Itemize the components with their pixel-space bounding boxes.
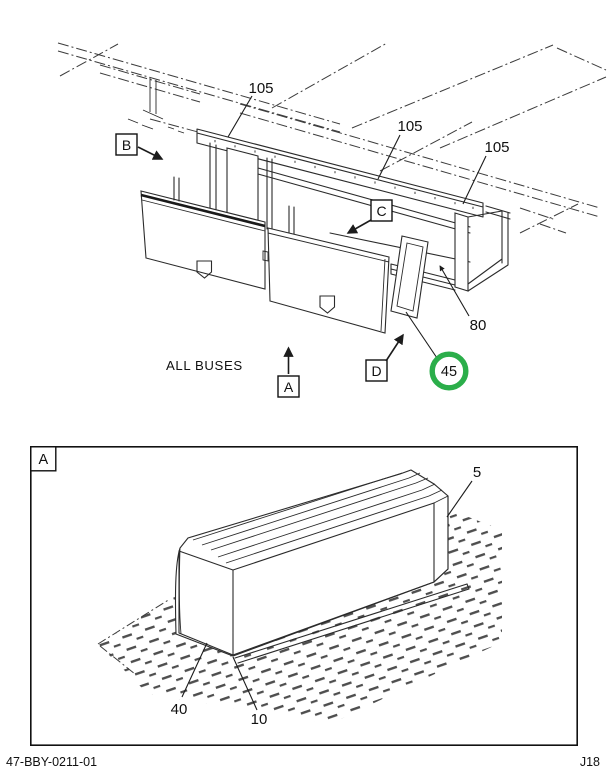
part-number-80: 80	[470, 317, 487, 334]
door-handle-icon	[319, 295, 336, 314]
mounting-rail	[196, 128, 511, 220]
assembly-diagram: 105 105 105 80 45 B C D A ALL BUSES	[57, 42, 607, 398]
part-number-5: 5	[473, 464, 481, 481]
callout-105-second: 105	[377, 118, 423, 180]
channel-extrusion	[174, 469, 470, 664]
all-buses-note: ALL BUSES	[166, 358, 243, 373]
document-number: 47-BBY-0211-01	[6, 755, 98, 769]
callout-45-highlighted: 45	[405, 311, 469, 391]
view-callout-b: B	[115, 133, 164, 160]
highlight-circle	[429, 351, 469, 391]
panel-letter-a: A	[38, 452, 48, 468]
door-stay-rods	[173, 176, 180, 202]
bus-floor-structure	[57, 42, 607, 234]
part-number-105: 105	[484, 139, 509, 156]
view-letter-d: D	[371, 363, 381, 379]
part-number-105: 105	[248, 80, 273, 97]
part-number-105: 105	[397, 118, 422, 135]
view-letter-a: A	[284, 379, 294, 395]
door-right	[267, 205, 390, 334]
view-callout-c: C	[346, 199, 393, 234]
callout-40: 40	[171, 642, 208, 718]
view-callout-d: D	[365, 333, 404, 382]
panel-label-a: A	[30, 446, 57, 472]
part-number-45: 45	[441, 364, 457, 380]
part-number-10: 10	[251, 711, 268, 728]
base-mounting-strip	[234, 583, 470, 664]
view-letter-b: B	[122, 137, 131, 153]
door-handle-icon	[196, 260, 213, 279]
door-stay-rods	[288, 205, 295, 235]
view-letter-c: C	[376, 203, 386, 219]
callout-10: 10	[232, 656, 268, 728]
callout-105-first: 105	[227, 80, 274, 138]
callout-5: 5	[446, 464, 481, 518]
detail-view-a: 5 40 10 A	[30, 446, 578, 746]
page-code: J18	[579, 755, 600, 769]
door-left	[140, 176, 269, 290]
floor-bracket	[127, 78, 185, 134]
door-seal-frame	[390, 235, 429, 319]
rail-rivets	[214, 140, 474, 209]
part-number-40: 40	[171, 701, 188, 718]
callout-80: 80	[439, 265, 487, 334]
view-callout-a: A	[277, 346, 300, 398]
callout-105-third: 105	[462, 139, 510, 205]
